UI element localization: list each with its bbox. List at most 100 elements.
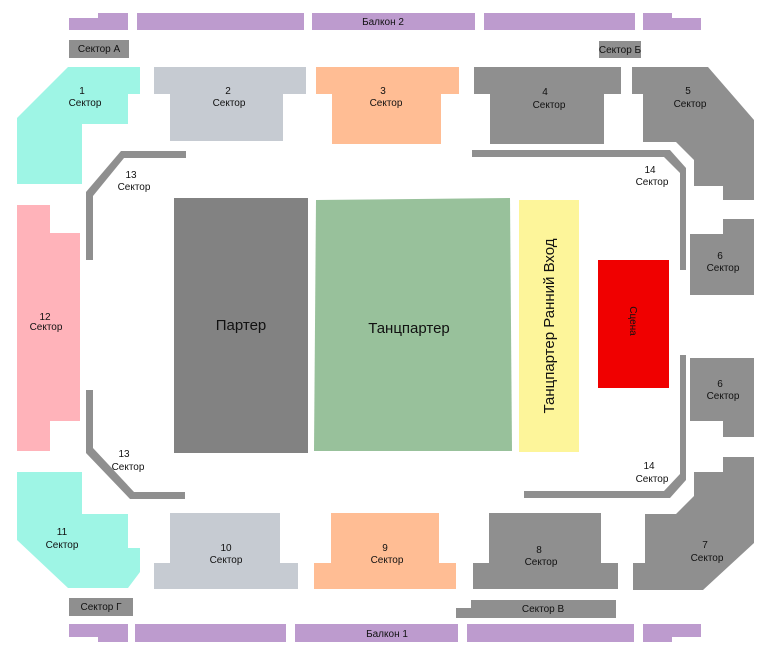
- sector-1[interactable]: 1 Сектор: [17, 67, 140, 184]
- sector-10[interactable]: 10 Сектор: [154, 513, 298, 589]
- sector-11-shape[interactable]: [17, 472, 140, 588]
- balcony-2-left-end[interactable]: [69, 13, 128, 30]
- sector-10-shape[interactable]: [154, 513, 298, 589]
- sector-5[interactable]: 5 Сектор: [632, 67, 754, 200]
- sector-6-upper-shape[interactable]: [690, 219, 754, 295]
- sector-3-number: 3: [380, 86, 386, 97]
- early-entry-zone[interactable]: Танцпартер Ранний Вход: [519, 200, 579, 452]
- sector-6-upper[interactable]: 6 Сектор: [690, 219, 754, 295]
- sector-g[interactable]: Сектор Г: [69, 598, 133, 616]
- sector-a[interactable]: Сектор А: [69, 40, 129, 58]
- sector-9-label: Сектор: [371, 555, 404, 566]
- sector-13-upper-label: Сектор: [118, 182, 151, 193]
- sector-14-lower-number: 14: [643, 461, 655, 472]
- sector-v[interactable]: Сектор В: [456, 600, 616, 618]
- balcony-1-segment-right[interactable]: [467, 624, 634, 642]
- sector-7[interactable]: 7 Сектор: [633, 457, 754, 590]
- sector-4-shape[interactable]: [474, 67, 621, 144]
- sector-6-lower[interactable]: 6 Сектор: [690, 358, 754, 437]
- sector-5-shape[interactable]: [632, 67, 754, 200]
- sector-8-shape[interactable]: [473, 513, 618, 589]
- sector-9-shape[interactable]: [314, 513, 456, 589]
- sector-13-upper[interactable]: 13 Сектор: [86, 151, 186, 260]
- sector-g-shape[interactable]: [69, 598, 133, 616]
- early-entry-shape[interactable]: [519, 200, 579, 452]
- sector-13-upper-shape[interactable]: [86, 151, 186, 260]
- balcony-2-label: Балкон 2: [362, 17, 404, 28]
- sector-b[interactable]: Сектор Б: [599, 41, 642, 58]
- sector-12-number: 12: [39, 312, 51, 323]
- sector-10-label: Сектор: [210, 555, 243, 566]
- balcony-1-right-end[interactable]: [643, 624, 701, 642]
- balcony-1-segment-left[interactable]: [135, 624, 286, 642]
- sector-8-label: Сектор: [525, 557, 558, 568]
- sector-13-lower[interactable]: 13 Сектор: [86, 390, 185, 499]
- sector-13-lower-label: Сектор: [112, 462, 145, 473]
- sector-3-label: Сектор: [370, 98, 403, 109]
- balcony-1-left-end[interactable]: [69, 624, 128, 642]
- sector-2[interactable]: 2 Сектор: [154, 67, 306, 141]
- balcony-1-segment-center[interactable]: [295, 624, 458, 642]
- sector-8[interactable]: 8 Сектор: [473, 513, 618, 589]
- sector-1-shape[interactable]: [17, 67, 140, 184]
- sector-6-lower-label: Сектор: [707, 391, 740, 402]
- sector-9[interactable]: 9 Сектор: [314, 513, 456, 589]
- sector-6-upper-label: Сектор: [707, 263, 740, 274]
- sector-6-lower-number: 6: [717, 379, 723, 390]
- stage-label: Сцена: [627, 306, 638, 336]
- sector-12[interactable]: 12 Сектор: [17, 205, 80, 451]
- sector-13-upper-number: 13: [125, 170, 137, 181]
- parter-zone[interactable]: Партер: [174, 198, 308, 453]
- balcony-2-right-end[interactable]: [643, 13, 701, 30]
- sector-a-label: Сектор А: [78, 44, 121, 55]
- sector-b-label: Сектор Б: [599, 45, 642, 56]
- sector-12-label: Сектор: [30, 322, 63, 333]
- sector-2-number: 2: [225, 86, 231, 97]
- sector-a-shape[interactable]: [69, 40, 129, 58]
- balcony-2-segment-center[interactable]: [312, 13, 475, 30]
- sector-1-number: 1: [79, 86, 85, 97]
- sector-7-number: 7: [702, 540, 708, 551]
- sector-2-label: Сектор: [213, 98, 246, 109]
- sector-13-lower-number: 13: [118, 449, 130, 460]
- sector-4[interactable]: 4 Сектор: [474, 67, 621, 144]
- sector-3-shape[interactable]: [316, 67, 459, 144]
- dancefloor-zone[interactable]: Танцпартер: [314, 198, 512, 451]
- sector-11[interactable]: 11 Сектор: [17, 472, 140, 588]
- sector-1-label: Сектор: [69, 98, 102, 109]
- parter-shape[interactable]: [174, 198, 308, 453]
- sector-2-shape[interactable]: [154, 67, 306, 141]
- balcony-1[interactable]: Балкон 1: [69, 624, 701, 642]
- balcony-1-label: Балкон 1: [366, 629, 408, 640]
- dancefloor-label: Танцпартер: [368, 320, 450, 337]
- sector-13-lower-shape[interactable]: [86, 390, 185, 499]
- sector-11-label: Сектор: [46, 540, 79, 551]
- balcony-2-segment-right[interactable]: [484, 13, 635, 30]
- sector-v-shape[interactable]: [456, 600, 616, 618]
- stage-shape: [598, 260, 669, 388]
- sector-5-number: 5: [685, 86, 691, 97]
- stage-zone: Сцена: [598, 260, 669, 388]
- sector-12-shape[interactable]: [17, 205, 80, 451]
- dancefloor-shape[interactable]: [314, 198, 512, 451]
- sector-14-lower-label: Сектор: [636, 474, 669, 485]
- balcony-2[interactable]: Балкон 2: [69, 13, 701, 30]
- sector-11-number: 11: [57, 527, 68, 538]
- sector-v-label: Сектор В: [522, 604, 565, 615]
- early-entry-label: Танцпартер Ранний Вход: [541, 238, 558, 413]
- balcony-2-segment-left[interactable]: [137, 13, 304, 30]
- sector-b-shape[interactable]: [599, 41, 641, 58]
- sector-14-upper[interactable]: 14 Сектор: [472, 150, 686, 270]
- sector-10-number: 10: [220, 543, 232, 554]
- sector-8-number: 8: [536, 545, 542, 556]
- sector-3[interactable]: 3 Сектор: [316, 67, 459, 144]
- sector-6-lower-shape[interactable]: [690, 358, 754, 437]
- sector-g-label: Сектор Г: [80, 602, 122, 613]
- sector-5-label: Сектор: [674, 99, 707, 110]
- sector-4-label: Сектор: [533, 100, 566, 111]
- sector-7-label: Сектор: [691, 553, 724, 564]
- sector-14-lower[interactable]: 14 Сектор: [524, 355, 686, 498]
- sector-7-shape[interactable]: [633, 457, 754, 590]
- sector-6-upper-number: 6: [717, 251, 723, 262]
